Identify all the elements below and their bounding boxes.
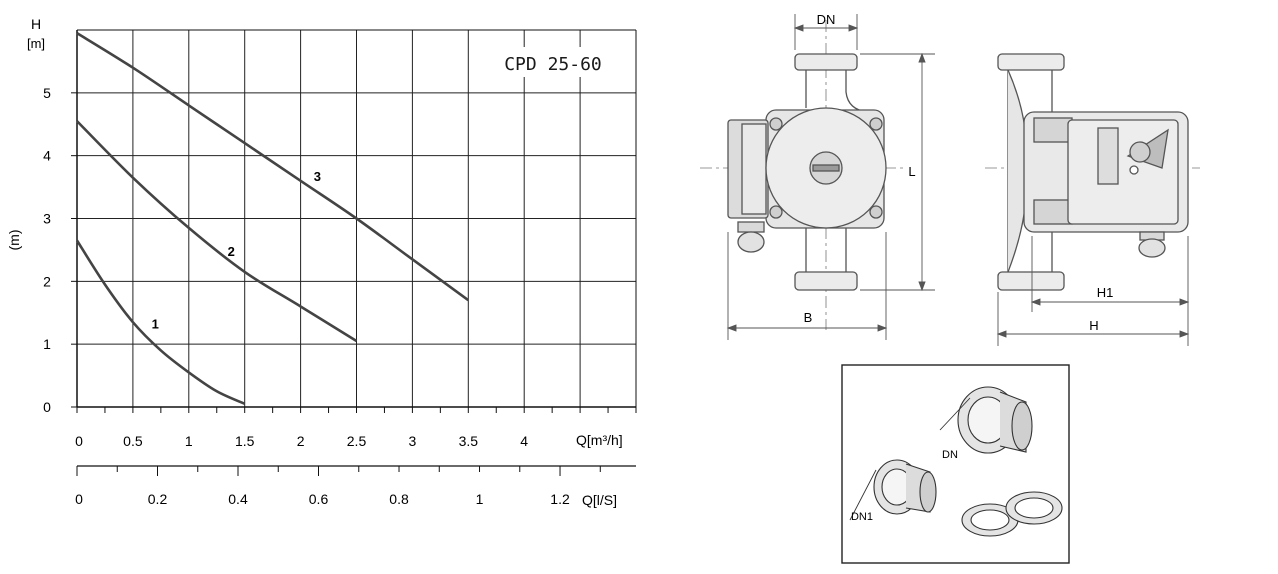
x2-tick-label: 1 (476, 491, 484, 507)
x2-tick-label: 0.2 (148, 491, 168, 507)
dim-label-h1: H1 (1097, 285, 1114, 300)
x-tick-label: 2.5 (347, 433, 367, 449)
y-axis-label-unit: [m] (27, 36, 45, 51)
x-tick-label: 0 (75, 433, 83, 449)
fittings-frame (841, 364, 1070, 564)
fitting-label-dn: DN (942, 449, 958, 461)
y-tick-label: 4 (43, 148, 51, 164)
x-tick-label: 1 (185, 433, 193, 449)
x-tick-label: 3.5 (459, 433, 479, 449)
fittings-illustration: DN DN1 (841, 364, 1070, 564)
x-tick-label: 1.5 (235, 433, 255, 449)
y-tick-label: 2 (43, 273, 51, 289)
fitting-label-dn1: DN1 (851, 511, 873, 523)
y-tick-label: 5 (43, 85, 51, 101)
chart-ticks: 0 1 2 3 4 5 0 0.5 1 1.5 2 2.5 3 3.5 4 0 0.2 0.4 0.6 0.8 1 1.2 (43, 85, 637, 507)
curve-label-1: 1 (152, 316, 159, 331)
pump-front-view (700, 20, 905, 330)
curve-series-3 (76, 32, 470, 302)
y-tick-label: 1 (43, 336, 51, 352)
x2-tick-label: 0 (75, 491, 83, 507)
side-view-dimensions (996, 236, 1190, 346)
x-tick-label: 4 (520, 433, 528, 449)
x-tick-label: 3 (409, 433, 417, 449)
chart-curves: 1 2 3 (75, 32, 470, 406)
pump-side-view (985, 53, 1200, 291)
chart-title: CPD 25-60 (504, 54, 602, 75)
y-axis-label-top: H (31, 16, 41, 32)
x2-tick-label: 0.4 (228, 491, 248, 507)
dim-label-l: L (908, 164, 915, 179)
y-tick-label: 0 (43, 399, 51, 415)
x-tick-label: 2 (297, 433, 305, 449)
x2-tick-label: 1.2 (550, 491, 570, 507)
curve-series-1 (75, 239, 246, 406)
y-axis-label-side: (m) (6, 230, 22, 251)
dim-label-b: B (804, 310, 813, 325)
x-axis-label-secondary: Q[l/S] (582, 492, 617, 508)
pump-curve-chart: 0 1 2 3 4 5 0 0.5 1 1.5 2 2.5 3 3.5 4 0 0.2 0.4 0.6 0.8 1 1.2… (6, 16, 637, 508)
dim-label-h: H (1089, 318, 1098, 333)
x2-tick-label: 0.6 (309, 491, 329, 507)
y-tick-label: 3 (43, 211, 51, 227)
curve-label-2: 2 (228, 244, 235, 259)
curve-series-2 (76, 120, 358, 343)
curve-label-3: 3 (314, 169, 321, 184)
dim-label-dn: DN (817, 12, 836, 27)
chart-title-box (494, 47, 612, 77)
x-tick-label: 0.5 (123, 433, 143, 449)
front-view-dimensions (726, 14, 935, 340)
x2-tick-label: 0.8 (389, 491, 409, 507)
x-axis-label-primary: Q[m³/h] (576, 432, 623, 448)
